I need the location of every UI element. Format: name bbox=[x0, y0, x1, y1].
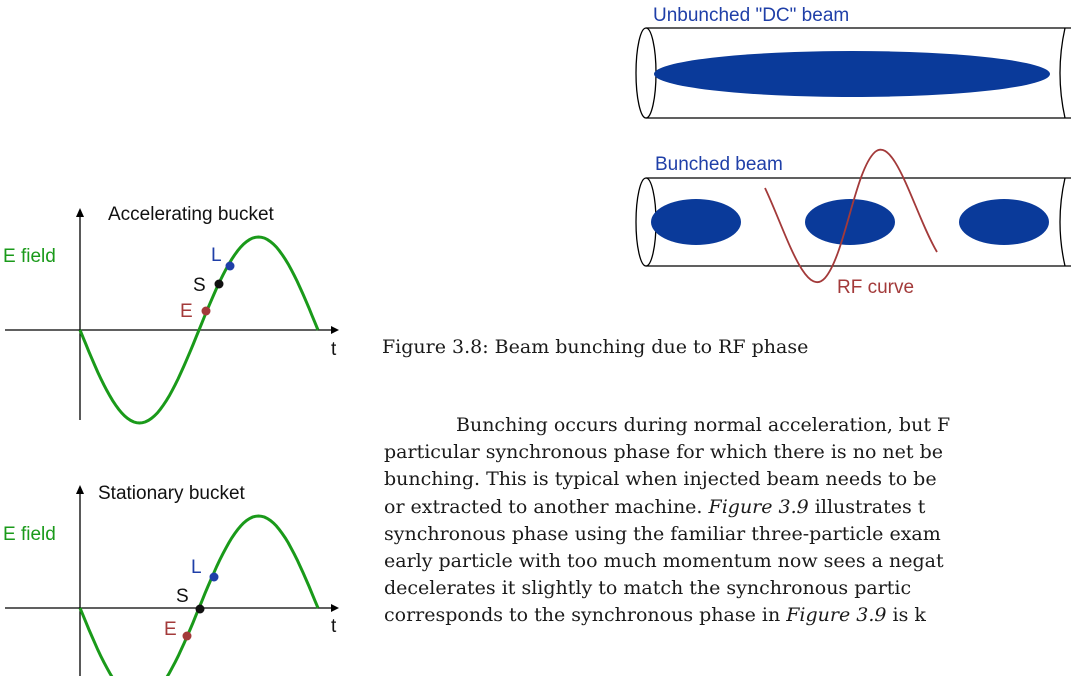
body-line: bunching. This is typical when injected … bbox=[384, 468, 937, 491]
body-text-segment: is k bbox=[886, 604, 926, 627]
body-line: early particle with too much momentum no… bbox=[384, 550, 944, 573]
synchronous-label: S bbox=[176, 586, 189, 607]
body-text-segment: illustrates t bbox=[808, 495, 926, 518]
x-axis-label: t bbox=[331, 339, 337, 360]
x-axis-label: t bbox=[331, 616, 337, 637]
rf-curve bbox=[764, 148, 938, 283]
unbunched-beam-label: Unbunched "DC" beam bbox=[653, 5, 849, 26]
synchronous-label: S bbox=[193, 275, 206, 296]
body-paragraph: Bunching occurs during normal accelerati… bbox=[384, 412, 1071, 630]
late-particle-point bbox=[225, 261, 235, 271]
rf-curve-label: RF curve bbox=[837, 277, 914, 298]
beam-bunch-2 bbox=[805, 199, 895, 245]
early-label: E bbox=[180, 301, 193, 322]
body-line: Bunching occurs during normal accelerati… bbox=[456, 414, 951, 436]
beam-bunch-1 bbox=[651, 199, 741, 245]
late-label: L bbox=[191, 557, 202, 578]
dc-beam bbox=[654, 51, 1050, 97]
body-text-segment: corresponds to the synchronous phase in bbox=[384, 604, 787, 627]
x-axis-arrow bbox=[331, 326, 339, 334]
body-line: particular synchronous phase for which t… bbox=[384, 441, 943, 464]
bunched-beam-pipe bbox=[635, 177, 1071, 267]
body-line: synchronous phase using the familiar thr… bbox=[384, 522, 941, 545]
e-field-wave bbox=[78, 235, 320, 425]
stationary-bucket-plot: Stationary bucket E field t L S E bbox=[3, 483, 339, 676]
figure-reference: Figure 3.9 bbox=[786, 604, 887, 627]
figure-caption: Figure 3.8: Beam bunching due to RF phas… bbox=[382, 336, 809, 358]
late-label: L bbox=[211, 245, 222, 266]
early-particle-point bbox=[182, 631, 192, 641]
plot-title: Stationary bucket bbox=[98, 483, 246, 504]
e-field-wave bbox=[78, 514, 320, 676]
unbunched-beam-pipe bbox=[635, 27, 1071, 119]
beam-bunch-3 bbox=[959, 199, 1049, 245]
y-axis-label: E field bbox=[3, 524, 56, 545]
synchronous-particle-point bbox=[195, 604, 205, 614]
body-line: or extracted to another machine. Figure … bbox=[384, 494, 1071, 521]
late-particle-point bbox=[209, 572, 219, 582]
beam-bunching-figure: Unbunched "DC" beam Bunched beam RF curv… bbox=[635, 5, 1071, 298]
x-axis-arrow bbox=[331, 604, 339, 612]
early-particle-point bbox=[201, 306, 211, 316]
figure-reference: Figure 3.9 bbox=[708, 495, 809, 518]
plot-title: Accelerating bucket bbox=[108, 204, 275, 225]
y-axis-arrow bbox=[76, 208, 84, 217]
body-line: decelerates it slightly to match the syn… bbox=[384, 577, 912, 600]
synchronous-particle-point bbox=[214, 279, 224, 289]
accelerating-bucket-plot: Accelerating bucket E field t L S E bbox=[3, 204, 339, 425]
body-text-segment: or extracted to another machine. bbox=[384, 495, 709, 518]
body-line: corresponds to the synchronous phase in … bbox=[384, 602, 1071, 629]
y-axis-label: E field bbox=[3, 246, 56, 267]
y-axis-arrow bbox=[76, 485, 84, 494]
bunched-beam-label: Bunched beam bbox=[655, 154, 783, 175]
early-label: E bbox=[164, 619, 177, 640]
